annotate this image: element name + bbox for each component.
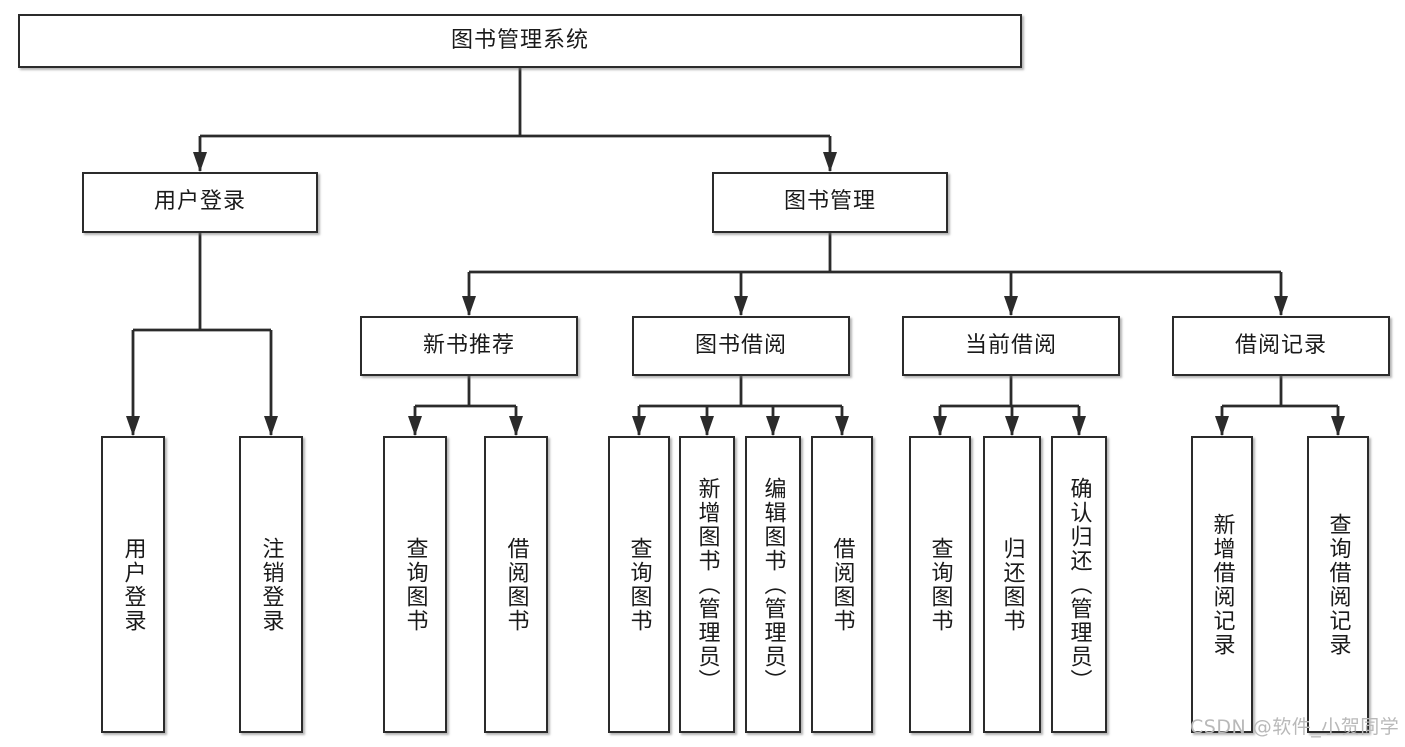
node-leaf-query-book-borrow[interactable]: 查询图书	[608, 436, 670, 733]
node-label: 当前借阅	[964, 332, 1057, 358]
connector-current-borrow-to-leaves	[933, 376, 1086, 436]
node-label: 用户登录	[153, 189, 246, 215]
node-leaf-edit-book-admin[interactable]: 编辑图书（管理员）	[745, 436, 801, 733]
connector-borrow-record-to-leaves	[1215, 376, 1345, 436]
node-leaf-query-book-cur[interactable]: 查询图书	[909, 436, 971, 733]
node-leaf-borrow-book[interactable]: 借阅图书	[811, 436, 873, 733]
node-label: 确认归还（管理员）	[1066, 476, 1092, 693]
node-label: 图书借阅	[694, 332, 787, 358]
node-leaf-user-login[interactable]: 用户登录	[101, 436, 165, 733]
node-label: 查询借阅记录	[1325, 512, 1351, 657]
node-leaf-query-borrow-record[interactable]: 查询借阅记录	[1307, 436, 1369, 733]
node-label: 查询图书	[402, 536, 428, 633]
node-label: 图书管理	[783, 189, 876, 215]
node-label: 借阅图书	[503, 536, 529, 633]
node-leaf-borrow-book-rec[interactable]: 借阅图书	[484, 436, 548, 733]
node-label: 新增借阅记录	[1209, 512, 1235, 657]
connector-book-manage-to-level3	[462, 233, 1288, 316]
node-label: 归还图书	[999, 536, 1025, 633]
node-current-borrow[interactable]: 当前借阅	[902, 316, 1120, 376]
node-label: 查询图书	[626, 536, 652, 633]
connector-root-to-level2	[193, 68, 837, 172]
node-new-book-recommend[interactable]: 新书推荐	[360, 316, 578, 376]
node-label: 图书管理系统	[450, 27, 589, 53]
node-leaf-logout[interactable]: 注销登录	[239, 436, 303, 733]
node-leaf-query-book-rec[interactable]: 查询图书	[383, 436, 447, 733]
node-label: 查询图书	[927, 536, 953, 633]
csdn-watermark: CSDN @软件_小贺同学	[1190, 716, 1400, 738]
node-label: 用户登录	[120, 536, 146, 633]
node-leaf-add-book-admin[interactable]: 新增图书（管理员）	[679, 436, 735, 733]
connector-new-book-recommend-to-leaves	[408, 376, 523, 436]
node-label: 新书推荐	[422, 332, 515, 358]
node-leaf-add-borrow-record[interactable]: 新增借阅记录	[1191, 436, 1253, 733]
node-book-manage[interactable]: 图书管理	[712, 172, 948, 233]
node-label: 借阅记录	[1234, 332, 1327, 358]
node-label: 新增图书（管理员）	[694, 476, 720, 693]
node-leaf-confirm-return-admin[interactable]: 确认归还（管理员）	[1051, 436, 1107, 733]
node-user-login[interactable]: 用户登录	[82, 172, 318, 233]
node-label: 编辑图书（管理员）	[760, 476, 786, 693]
node-root[interactable]: 图书管理系统	[18, 14, 1022, 68]
connector-book-borrow-to-leaves	[632, 376, 849, 436]
connector-user-login-to-leaves	[126, 233, 278, 436]
node-book-borrow[interactable]: 图书借阅	[632, 316, 850, 376]
node-label: 借阅图书	[829, 536, 855, 633]
node-leaf-return-book[interactable]: 归还图书	[983, 436, 1041, 733]
node-label: 注销登录	[258, 536, 284, 633]
node-borrow-record[interactable]: 借阅记录	[1172, 316, 1390, 376]
